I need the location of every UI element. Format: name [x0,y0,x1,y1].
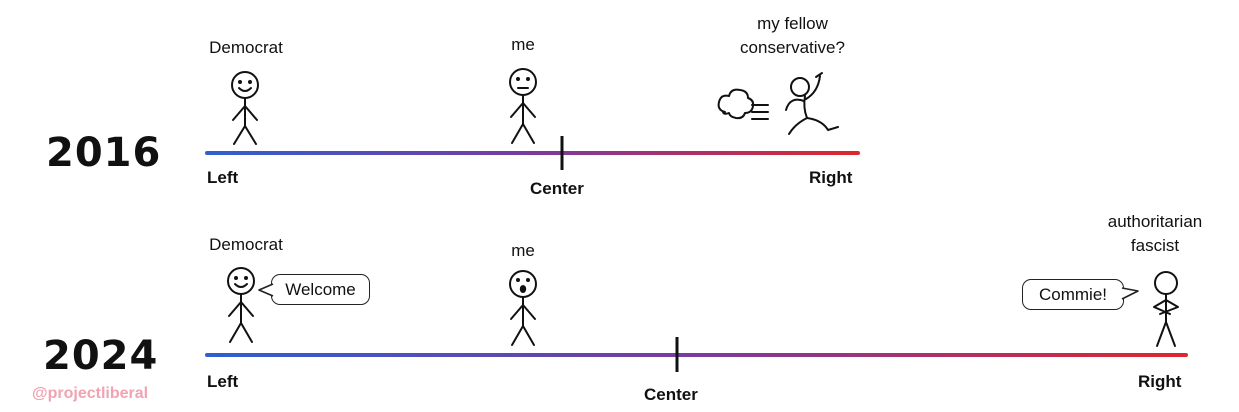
center-label-2016: Center [530,179,584,198]
fascist-figure-2024 [1153,271,1179,347]
welcome-speech-bubble: Welcome [271,274,370,305]
me-figure-2024 [509,270,537,346]
year-label-2024: 2024 [43,333,159,379]
caption-line-1: authoritarian [1107,212,1203,231]
left-label-2016: Left [207,168,239,187]
commie-bubble-tail [1121,287,1139,300]
right-label-2024: Right [1138,372,1182,391]
democrat-figure-2016 [231,71,259,145]
center-label-2024: Center [644,385,698,404]
caption-line-2: conservative? [740,38,845,57]
left-label-2024: Left [207,372,239,391]
welcome-bubble-tail [258,283,274,297]
right-label-2016: Right [809,168,853,187]
democrat-caption-2024: Democrat [209,235,283,254]
watermark: @projectliberal [32,385,149,402]
commie-speech-bubble: Commie! [1022,279,1124,310]
conservative-caption-2016: my fellow conservative? [715,12,870,60]
democrat-caption-2016: Democrat [209,38,283,57]
year-label-2016: 2016 [46,130,162,176]
running-conservative-figure-2016 [717,72,839,135]
me-caption-2024: me [511,241,535,260]
democrat-figure-2024 [227,267,255,343]
caption-line-2: fascist [1130,236,1180,255]
fascist-caption-2024: authoritarian fascist [1090,210,1220,258]
me-caption-2016: me [511,35,535,54]
me-figure-2016 [509,68,537,144]
caption-line-1: my fellow [757,14,828,33]
